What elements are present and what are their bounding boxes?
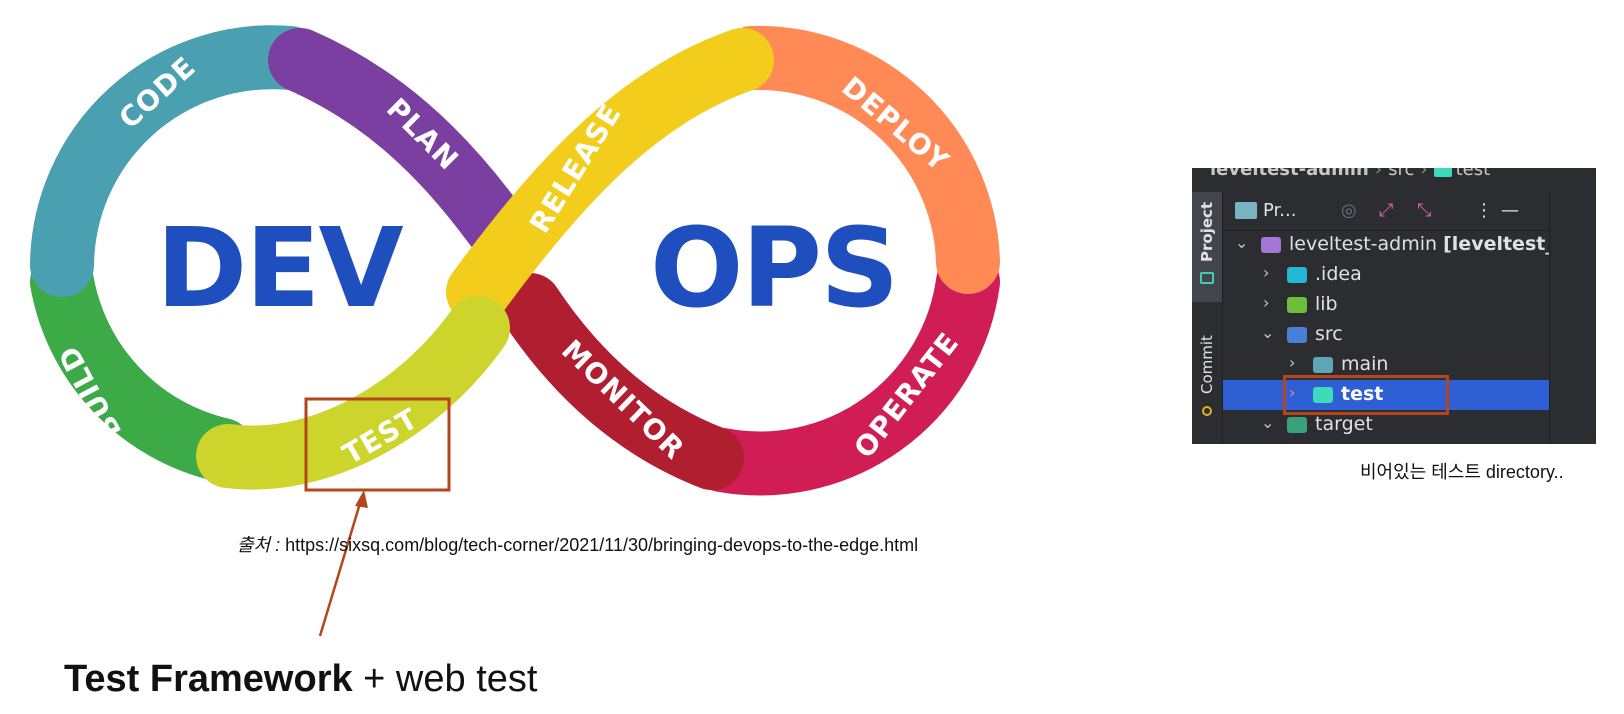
tree-row-lib[interactable]: › lib bbox=[1223, 290, 1550, 320]
tool-window-stripe: Project Commit bbox=[1192, 192, 1223, 444]
tree-row-src[interactable]: ⌄ src bbox=[1223, 320, 1550, 350]
target-icon[interactable]: ◎ bbox=[1341, 200, 1357, 221]
tree-label: main bbox=[1341, 353, 1389, 375]
lib-folder-icon bbox=[1287, 297, 1307, 313]
tab-project-label: Project bbox=[1198, 201, 1216, 262]
project-icon bbox=[1200, 272, 1214, 284]
tree-label: test bbox=[1341, 383, 1384, 405]
collapse-icon[interactable]: ⤡ bbox=[1417, 200, 1432, 221]
tree-row-target[interactable]: ⌄ target bbox=[1223, 410, 1550, 440]
idea-folder-icon bbox=[1287, 267, 1307, 283]
tree-row-leveltest-admin[interactable]: ⌄ leveltest-admin [leveltest_ bbox=[1223, 230, 1555, 260]
folder-icon bbox=[1433, 168, 1452, 177]
source-citation: 출처 : https://sixsq.com/blog/tech-corner/… bbox=[237, 531, 918, 557]
test-highlight-box bbox=[1283, 375, 1449, 415]
breadcrumb: leveltest-admin›src›test bbox=[1192, 168, 1596, 181]
minimize-icon[interactable]: — bbox=[1501, 200, 1519, 221]
chevron-right-icon[interactable]: › bbox=[1289, 383, 1296, 402]
segment-test bbox=[196, 296, 510, 490]
tab-commit-label: Commit bbox=[1198, 335, 1216, 394]
source-prefix: 출처 : bbox=[237, 535, 281, 555]
source-url[interactable]: https://sixsq.com/blog/tech-corner/2021/… bbox=[285, 535, 919, 555]
tree-label: .idea bbox=[1315, 263, 1362, 285]
expand-icon[interactable]: ⤢ bbox=[1379, 200, 1394, 221]
commit-icon bbox=[1202, 406, 1212, 416]
breadcrumb-project[interactable]: leveltest-admin bbox=[1210, 168, 1369, 180]
editor-gutter bbox=[1549, 192, 1596, 444]
segment-release bbox=[446, 28, 774, 324]
source-folder-icon bbox=[1287, 327, 1307, 343]
chevron-right-icon[interactable]: › bbox=[1263, 293, 1270, 312]
tree-row-test[interactable]: › test bbox=[1223, 380, 1550, 410]
breadcrumb-test[interactable]: test bbox=[1455, 168, 1491, 180]
tree-row-idea[interactable]: › .idea bbox=[1223, 260, 1550, 290]
project-tree: ⌄ leveltest-admin [leveltest_ › .idea › … bbox=[1223, 230, 1555, 444]
pointer-arrow bbox=[318, 490, 368, 637]
tree-label: src bbox=[1315, 323, 1343, 345]
tree-label: target bbox=[1315, 413, 1373, 435]
segment-operate bbox=[690, 250, 1000, 496]
tree-label-suffix: [leveltest_ bbox=[1443, 233, 1555, 255]
tree-label: leveltest-admin bbox=[1289, 233, 1438, 255]
panel-caption: 비어있는 테스트 directory.. bbox=[1360, 462, 1564, 482]
folder-icon bbox=[1235, 202, 1257, 219]
module-folder-icon bbox=[1261, 237, 1281, 253]
devops-loop bbox=[30, 25, 1000, 496]
ops-word: OPS bbox=[650, 204, 897, 332]
project-toolbar: Pr... ◎ ⤢ ⤡ ⋮ — bbox=[1223, 192, 1550, 231]
chevron-right-icon[interactable]: › bbox=[1263, 263, 1270, 282]
target-folder-icon bbox=[1287, 417, 1307, 433]
folder-icon bbox=[1313, 357, 1333, 373]
tree-label: lib bbox=[1315, 293, 1338, 315]
more-icon[interactable]: ⋮ bbox=[1475, 200, 1493, 221]
breadcrumb-src[interactable]: src bbox=[1388, 168, 1415, 180]
bottom-title-bold: Test Framework bbox=[64, 658, 353, 700]
segment-plan bbox=[268, 28, 527, 257]
tree-row-main[interactable]: › main bbox=[1223, 350, 1550, 380]
test-folder-icon bbox=[1313, 387, 1333, 403]
bottom-title-rest: + web test bbox=[352, 658, 538, 700]
chevron-down-icon[interactable]: ⌄ bbox=[1261, 323, 1275, 342]
ide-project-panel: leveltest-admin›src›test Project Commit … bbox=[1192, 168, 1596, 444]
tab-project[interactable]: Project bbox=[1192, 192, 1222, 302]
chevron-right-icon[interactable]: › bbox=[1289, 353, 1296, 372]
project-view-title[interactable]: Pr... bbox=[1263, 200, 1297, 221]
segment-deploy bbox=[720, 25, 1000, 294]
tab-commit[interactable]: Commit bbox=[1192, 322, 1222, 432]
segment-code bbox=[30, 25, 322, 297]
segment-build bbox=[30, 250, 254, 482]
chevron-down-icon[interactable]: ⌄ bbox=[1235, 233, 1249, 252]
segment-monitor bbox=[498, 273, 744, 490]
dev-word: DEV bbox=[156, 204, 403, 332]
bottom-title: Test Framework + web test bbox=[64, 658, 537, 701]
test-highlight-box bbox=[304, 397, 451, 492]
chevron-down-icon[interactable]: ⌄ bbox=[1261, 413, 1275, 432]
